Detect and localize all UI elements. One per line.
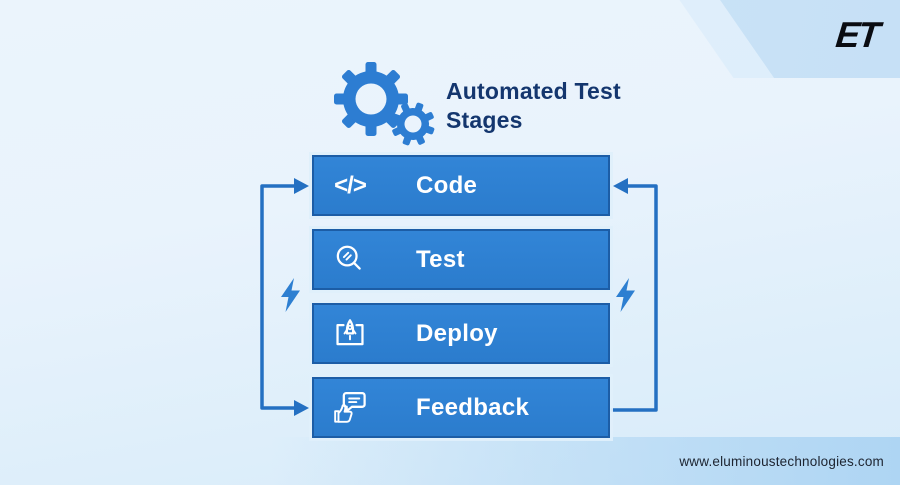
lightning-icon-left [281, 278, 300, 312]
stage-label: Feedback [416, 393, 530, 421]
lightning-icon-right [616, 278, 635, 312]
stage-label: Deploy [416, 319, 498, 347]
bottom-accent-band [0, 437, 900, 485]
right-loop-arrow [611, 184, 658, 412]
feedback-thumbs-up-icon [331, 389, 369, 427]
stage-bar-code: </> Code [312, 155, 610, 216]
code-icon: </> [331, 167, 369, 205]
large-gear-icon [334, 62, 408, 136]
arrowhead-into-code-left [294, 178, 309, 194]
stage-bar-test: Test [312, 229, 610, 290]
left-loop-arrow [260, 184, 297, 410]
stage-label: Test [416, 245, 465, 273]
stage-label: Code [416, 171, 478, 199]
code-glyph: </> [334, 171, 367, 199]
arrowhead-into-feedback-left [294, 400, 309, 416]
arrowhead-into-code-right [613, 178, 628, 194]
stage-bar-feedback: Feedback [312, 377, 610, 438]
stage-bar-deploy: Deploy [312, 303, 610, 364]
rocket-launch-icon [331, 315, 369, 353]
company-logo: ET [833, 14, 881, 55]
magnifier-icon [331, 241, 369, 279]
small-gear-icon [391, 102, 435, 146]
diagram-title: Automated Test Stages [446, 77, 621, 135]
diagram-title-line2: Stages [446, 107, 523, 133]
diagram-title-line1: Automated Test [446, 78, 621, 104]
website-url: www.eluminoustechnologies.com [679, 454, 884, 469]
gears-icon [334, 62, 435, 146]
